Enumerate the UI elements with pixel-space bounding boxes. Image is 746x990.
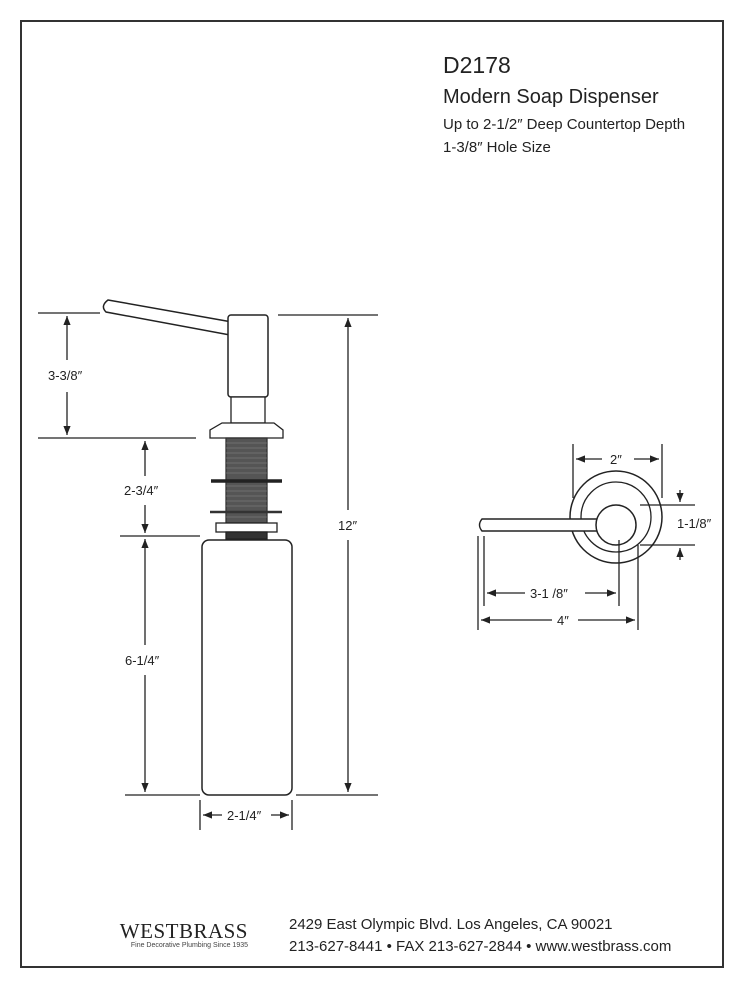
dim-bottle-height: 6-1/4″ (125, 653, 160, 668)
product-name: Modern Soap Dispenser (443, 86, 659, 108)
dim-head-diameter: 1-1/8″ (677, 516, 712, 531)
logo-brand: WESTBRASS (119, 919, 248, 943)
dispenser-side-view (102, 299, 293, 796)
spec-countertop-depth: Up to 2-1/2″ Deep Countertop Depth (443, 116, 686, 133)
model-number: D2178 (443, 52, 511, 78)
footer-contact: 213-627-8441 • FAX 213-627-2844 • www.we… (289, 938, 672, 955)
dim-flange-diameter: 2″ (610, 452, 622, 467)
dim-overall-length: 4″ (557, 613, 569, 628)
dim-head-height: 3-3/8″ (48, 368, 83, 383)
dim-spout-reach: 3-1 /8″ (530, 586, 568, 601)
spec-hole-size: 1-3/8″ Hole Size (443, 139, 551, 156)
dispenser-top-view (478, 470, 663, 564)
logo-tagline: Fine Decorative Plumbing Since 1935 (130, 942, 248, 949)
footer-address: 2429 East Olympic Blvd. Los Angeles, CA … (289, 916, 613, 933)
page-frame (20, 20, 724, 968)
westbrass-logo: WESTBRASS Fine Decorative Plumbing Since… (96, 920, 248, 949)
dim-shank-height: 2-3/4″ (124, 483, 159, 498)
dim-bottle-width: 2-1/4″ (227, 808, 262, 823)
dim-total-height: 12″ (338, 518, 357, 533)
